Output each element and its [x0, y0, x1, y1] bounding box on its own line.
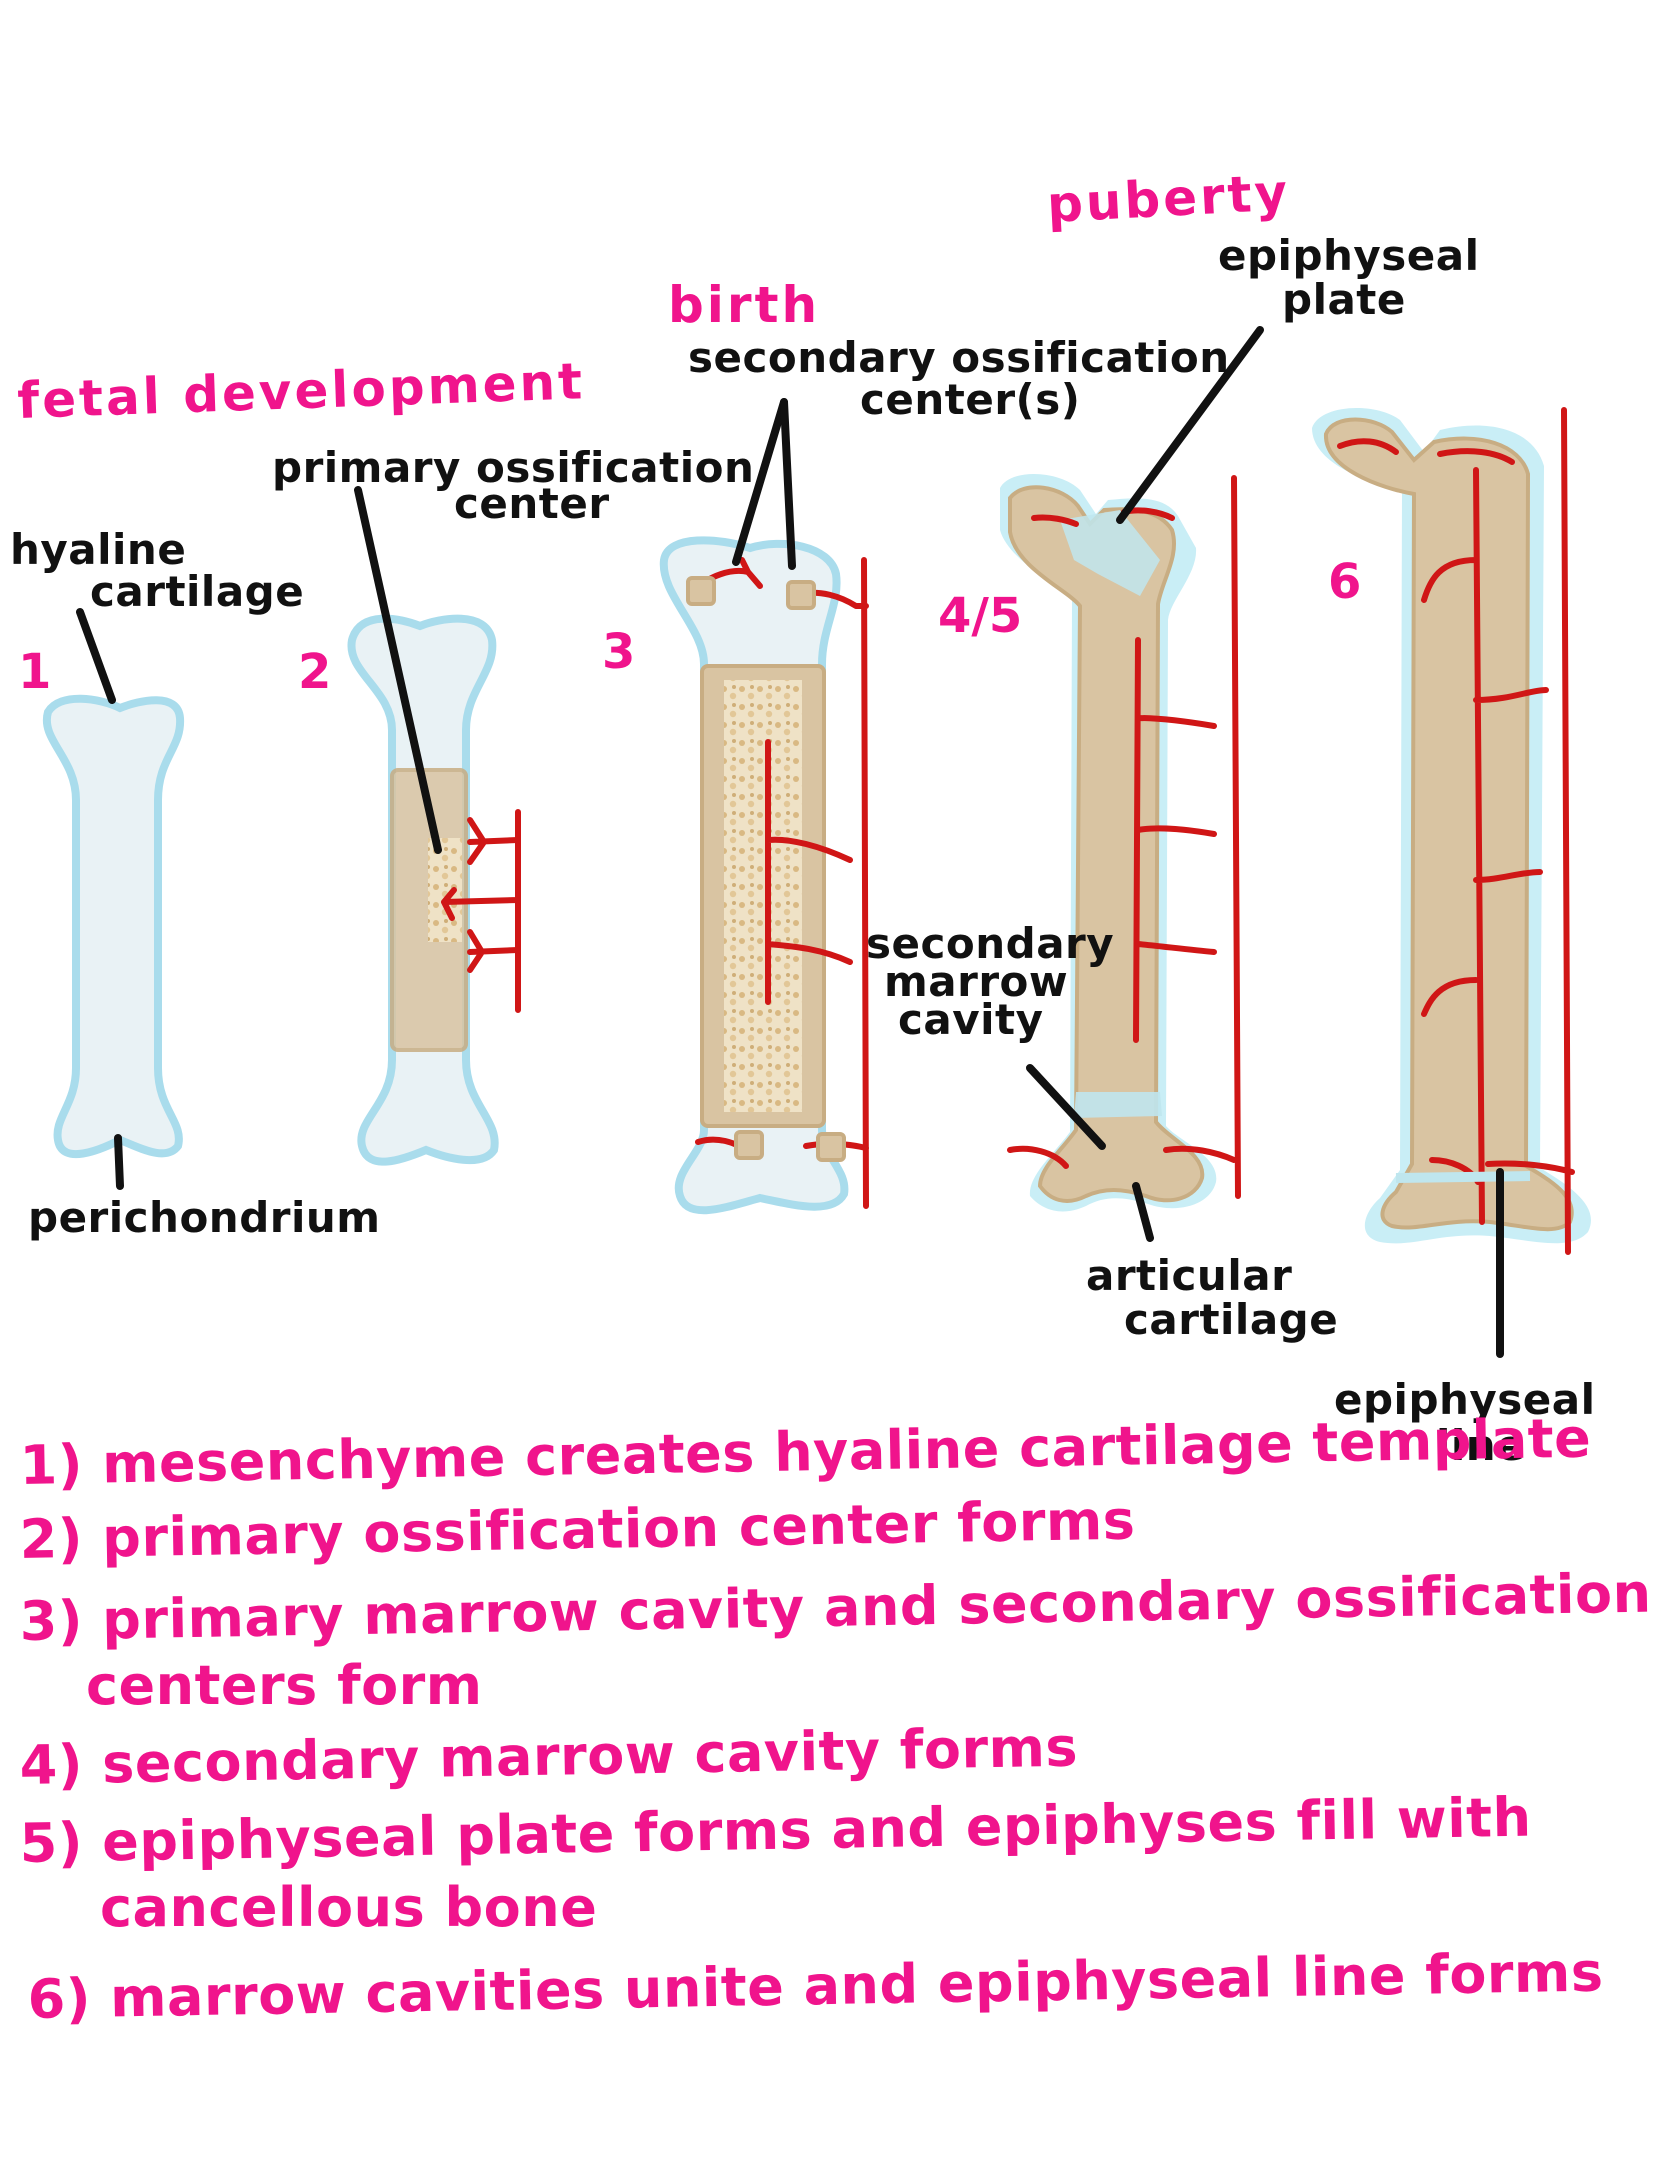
label-secondary-marrow-cavity-line1: secondary — [866, 919, 1114, 968]
stage-number-3: 3 — [602, 624, 635, 680]
label-secondary-ossification-centers-line2: center(s) — [860, 375, 1080, 424]
step-3-continued: centers form — [86, 1654, 483, 1717]
label-epiphyseal-plate-line2: plate — [1282, 275, 1406, 324]
step-4: 4) secondary marrow cavity forms — [19, 1716, 1078, 1797]
stage-number-4-5: 4/5 — [938, 588, 1022, 644]
stage-number-6: 6 — [1328, 554, 1361, 610]
label-primary-ossification-center-line2: center — [454, 479, 610, 528]
step-list: 1) mesenchyme creates hyaline cartilage … — [19, 1407, 1652, 2031]
label-secondary-marrow-cavity-line3: cavity — [898, 995, 1043, 1044]
bone-stage-6 — [1312, 407, 1591, 1255]
label-articular-cartilage-line1: articular — [1086, 1251, 1292, 1300]
label-secondary-marrow-cavity-line2: marrow — [884, 957, 1068, 1006]
step-5-continued: cancellous bone — [100, 1876, 597, 1939]
label-articular-cartilage-line2: cartilage — [1124, 1295, 1338, 1344]
step-3: 3) primary marrow cavity and secondary o… — [19, 1562, 1652, 1653]
stage-label-birth: birth — [668, 276, 820, 334]
label-hyaline-cartilage-line1: hyaline — [10, 525, 186, 574]
stage-number-2: 2 — [298, 644, 331, 700]
step-5: 5) epiphyseal plate forms and epiphyses … — [19, 1786, 1532, 1875]
label-primary-ossification-center-line1: primary ossification — [272, 443, 754, 492]
stage-number-1: 1 — [18, 644, 51, 700]
leader-lines — [76, 326, 1504, 1358]
step-6: 6) marrow cavities unite and epiphyseal … — [27, 1941, 1604, 2031]
label-epiphyseal-line-line2: line — [1436, 1421, 1525, 1470]
stage-label-fetal-development: fetal development — [16, 352, 586, 430]
bone-stage-1 — [42, 694, 185, 1159]
step-2: 2) primary ossification center forms — [19, 1489, 1136, 1571]
step-1: 1) mesenchyme creates hyaline cartilage … — [19, 1407, 1592, 1497]
label-hyaline-cartilage-line2: cartilage — [90, 567, 304, 616]
label-perichondrium: perichondrium — [28, 1193, 381, 1242]
bone-stage-3 — [659, 536, 869, 1215]
label-epiphyseal-line-line1: epiphyseal — [1334, 1375, 1596, 1424]
stage-label-puberty: puberty — [1046, 163, 1292, 234]
label-secondary-ossification-centers-line1: secondary ossification — [688, 333, 1230, 382]
label-epiphyseal-plate-line1: epiphyseal — [1218, 231, 1480, 280]
bone-stage-2 — [347, 614, 521, 1166]
bone-stage-4-5 — [1000, 473, 1241, 1212]
